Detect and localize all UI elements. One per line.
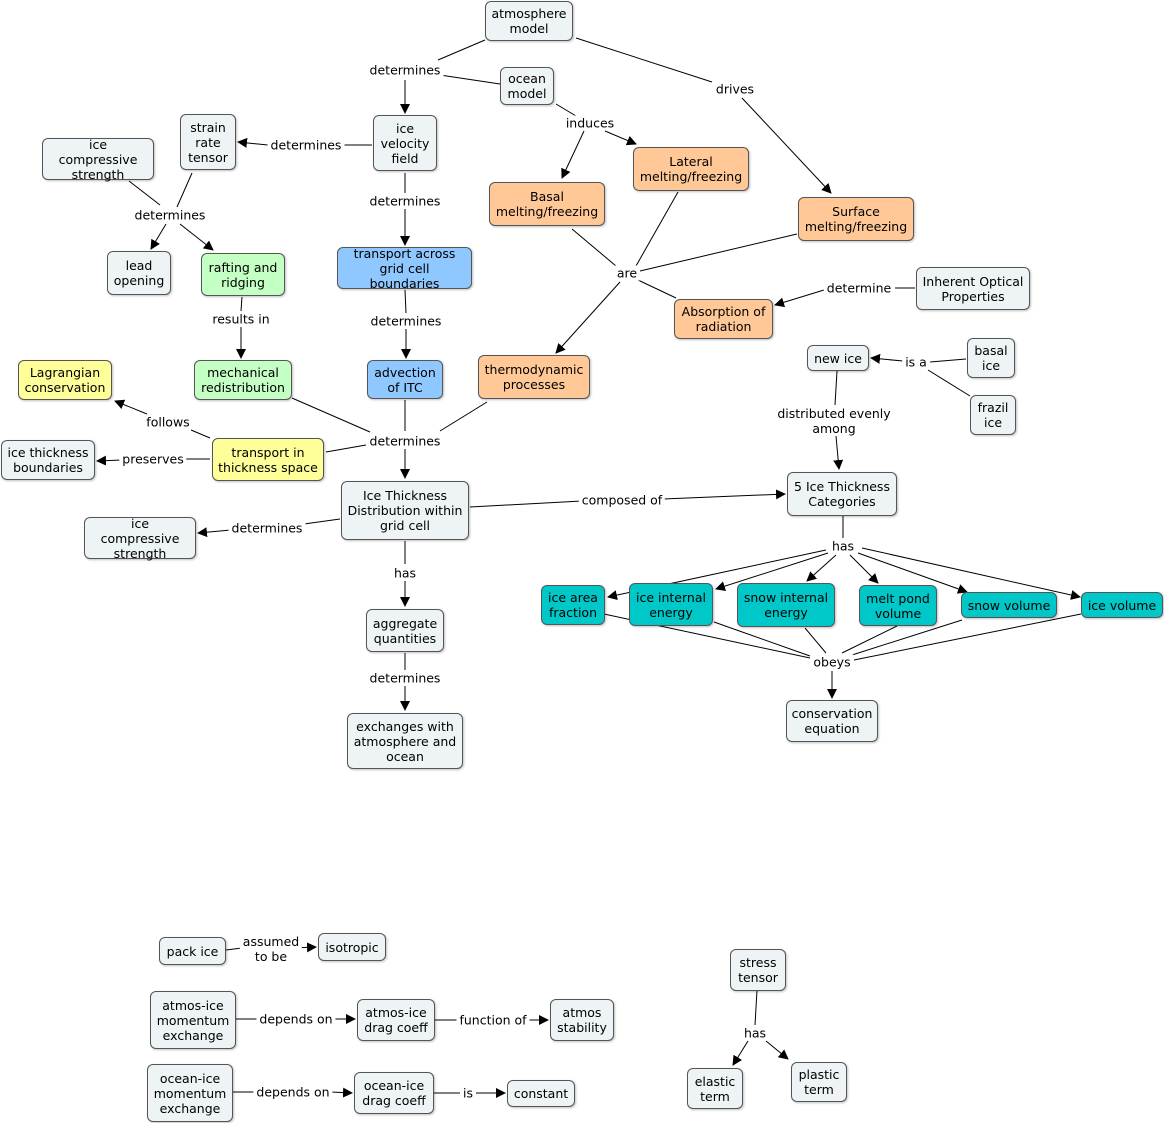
link-label-function-of: function of xyxy=(456,1012,530,1028)
concept-atmos-ice-drag-coeff[interactable]: atmos-ice drag coeff xyxy=(357,999,435,1041)
link-label-has: has xyxy=(828,538,858,554)
link-label-are: are xyxy=(613,265,641,281)
link-label-drives: drives xyxy=(712,81,758,97)
concept-atmos-ice-momentum-exchange[interactable]: atmos-ice momentum exchange xyxy=(150,991,236,1049)
concept-basal-melting[interactable]: Basal melting/freezing xyxy=(489,182,605,226)
concept-ice-compressive-strength-mid[interactable]: ice compressive strength xyxy=(84,516,196,561)
link-label-determines: determines xyxy=(367,313,445,329)
concept-basal-ice[interactable]: basal ice xyxy=(967,338,1015,378)
concept-advection-itc[interactable]: advection of ITC xyxy=(367,360,443,399)
link-label-determines: determines xyxy=(366,670,444,686)
concept-constant[interactable]: constant xyxy=(507,1080,575,1107)
link-label-has: has xyxy=(390,565,420,581)
concept-snow-volume[interactable]: snow volume xyxy=(961,592,1057,618)
link-label-depends-on: depends on xyxy=(256,1011,336,1027)
concept-snow-internal-energy[interactable]: snow internal energy xyxy=(737,583,835,627)
concept-aggregate-quantities[interactable]: aggregate quantities xyxy=(366,609,444,652)
link-label-depends-on: depends on xyxy=(253,1084,333,1100)
link-label-is-a: is a xyxy=(902,354,930,370)
link-label-determines: determines xyxy=(267,137,345,153)
link-label-is: is xyxy=(460,1085,476,1101)
link-label-determines: determines xyxy=(366,62,444,78)
concept-inherent-optical-properties[interactable]: Inherent Optical Properties xyxy=(916,267,1030,310)
concept-isotropic[interactable]: isotropic xyxy=(318,933,386,961)
link-label-determines: determines xyxy=(228,520,306,536)
concept-melt-pond-volume[interactable]: melt pond volume xyxy=(859,585,937,626)
concept-transport-across[interactable]: transport across grid cell boundaries xyxy=(337,246,472,291)
concept-mechanical-redistribution[interactable]: mechanical redistribution xyxy=(194,360,292,400)
concept-ice-compressive-strength-top[interactable]: ice compressive strength xyxy=(42,137,154,182)
link-label-determines: determines xyxy=(366,433,444,449)
concept-conservation-equation[interactable]: conservation equation xyxy=(786,700,878,742)
link-label-distributed-evenly-among: distributed evenly among xyxy=(774,406,894,436)
concept-ocean-model[interactable]: ocean model xyxy=(500,67,554,105)
concept-lateral-melting[interactable]: Lateral melting/freezing xyxy=(633,147,749,191)
concept-thermodynamic-processes[interactable]: thermodynamic processes xyxy=(478,355,590,399)
concept-new-ice[interactable]: new ice xyxy=(807,345,869,371)
concept-ice-internal-energy[interactable]: ice internal energy xyxy=(629,583,713,626)
concept-five-ice-thickness-categories[interactable]: 5 Ice Thickness Categories xyxy=(787,472,897,516)
concept-ocean-ice-momentum-exchange[interactable]: ocean-ice momentum exchange xyxy=(147,1064,233,1122)
concept-elastic-term[interactable]: elastic term xyxy=(687,1068,743,1109)
concept-lagrangian-conservation[interactable]: Lagrangian conservation xyxy=(18,360,112,400)
concept-atmosphere-model[interactable]: atmosphere model xyxy=(485,1,573,41)
concept-absorption-of-radiation[interactable]: Absorption of radiation xyxy=(674,299,773,339)
concept-ice-volume[interactable]: ice volume xyxy=(1081,592,1163,618)
concept-plastic-term[interactable]: plastic term xyxy=(791,1062,847,1102)
link-label-determines: determines xyxy=(131,207,209,223)
link-label-follows: follows xyxy=(143,414,193,430)
concept-ocean-ice-drag-coeff[interactable]: ocean-ice drag coeff xyxy=(354,1072,434,1114)
concept-stress-tensor[interactable]: stress tensor xyxy=(730,949,786,991)
link-label-assumed-to-be: assumed to be xyxy=(239,934,303,964)
link-label-has: has xyxy=(740,1025,770,1041)
concept-ice-area-fraction[interactable]: ice area fraction xyxy=(541,585,605,625)
link-label-preserves: preserves xyxy=(119,451,187,467)
concept-pack-ice[interactable]: pack ice xyxy=(159,937,226,965)
concept-ice-velocity-field[interactable]: ice velocity field xyxy=(373,115,437,171)
link-label-determine: determine xyxy=(823,280,895,296)
concept-surface-melting[interactable]: Surface melting/freezing xyxy=(798,197,914,241)
link-label-obeys: obeys xyxy=(810,654,854,670)
concept-frazil-ice[interactable]: frazil ice xyxy=(970,395,1016,435)
concept-exchanges-atmosphere-ocean[interactable]: exchanges with atmosphere and ocean xyxy=(347,713,463,769)
concept-atmos-stability[interactable]: atmos stability xyxy=(550,999,614,1041)
link-label-induces: induces xyxy=(562,115,618,131)
concept-ice-thickness-boundaries[interactable]: ice thickness boundaries xyxy=(1,440,95,480)
concept-transport-in-thickness-space[interactable]: transport in thickness space xyxy=(212,438,324,481)
link-label-results-in: results in xyxy=(209,311,273,327)
concept-lead-opening[interactable]: lead opening xyxy=(107,251,171,295)
concept-strain-rate-tensor[interactable]: strain rate tensor xyxy=(180,114,236,170)
link-label-determines: determines xyxy=(366,193,444,209)
link-label-composed-of: composed of xyxy=(578,492,666,508)
concept-ice-thickness-distribution[interactable]: Ice Thickness Distribution within grid c… xyxy=(341,481,469,540)
concept-rafting-and-ridging[interactable]: rafting and ridging xyxy=(201,253,285,296)
